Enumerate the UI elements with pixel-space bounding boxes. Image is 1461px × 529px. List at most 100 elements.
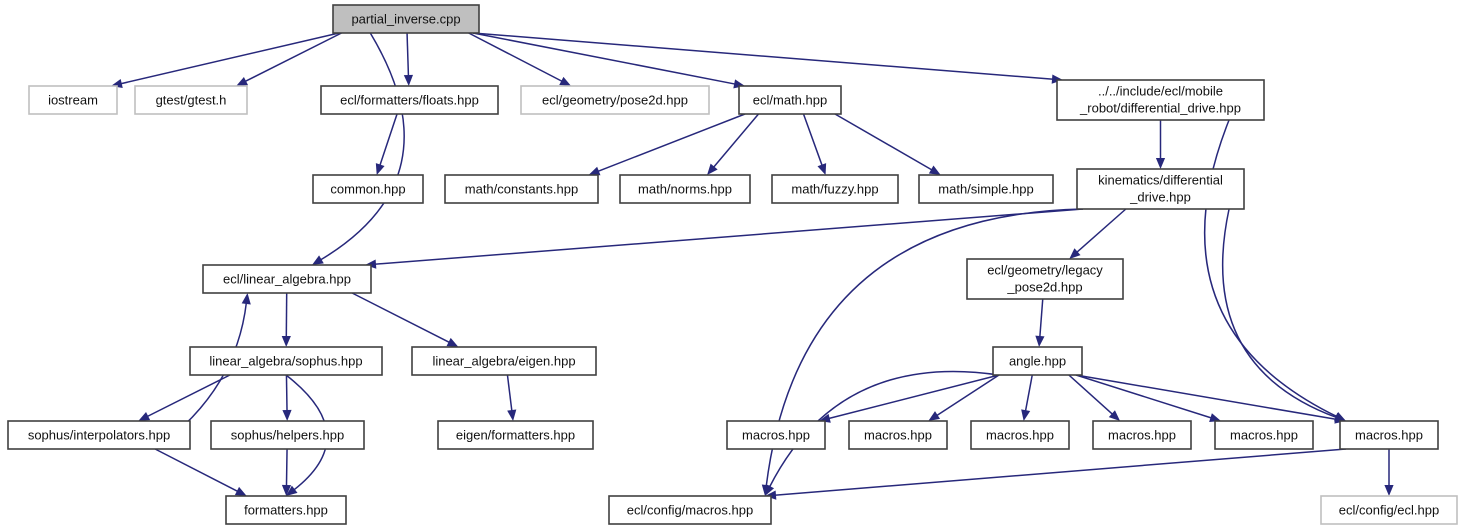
edge-arrowhead — [928, 165, 941, 175]
edge-linalg-to-eigen — [351, 292, 451, 344]
graph-node-common[interactable]: common.hpp — [312, 174, 424, 204]
graph-node-gtest: gtest/gtest.h — [134, 85, 248, 115]
edge-arrowhead — [1035, 335, 1045, 347]
edge-eclmath-to-constants — [597, 113, 746, 173]
node-box — [1339, 420, 1439, 450]
edge-angle-to-macros6 — [1075, 374, 1337, 421]
graph-node-macros3[interactable]: macros.hpp — [970, 420, 1070, 450]
node-box — [918, 174, 1054, 204]
edge-helpers-to-formatters — [285, 448, 288, 487]
graph-node-pose2d: ecl/geometry/pose2d.hpp — [520, 85, 710, 115]
graph-node-diffdrive[interactable]: ../../include/ecl/mobile_robot/different… — [1056, 79, 1265, 121]
graph-node-legacypose[interactable]: ecl/geometry/legacy_pose2d.hpp — [966, 258, 1124, 300]
node-box — [312, 174, 424, 204]
edge-arrowhead — [1209, 413, 1221, 423]
graph-node-cfgmacros[interactable]: ecl/config/macros.hpp — [608, 495, 772, 525]
graph-node-sophus[interactable]: linear_algebra/sophus.hpp — [189, 346, 383, 376]
edge-arrowhead — [707, 163, 718, 175]
node-box — [992, 346, 1083, 376]
edge-angle-to-cfgmacros — [768, 370, 1000, 488]
graph-node-macros4[interactable]: macros.hpp — [1092, 420, 1192, 450]
graph-node-angle[interactable]: angle.hpp — [992, 346, 1083, 376]
node-box — [771, 174, 899, 204]
graph-node-eclmath[interactable]: ecl/math.hpp — [738, 85, 842, 115]
edge-arrowhead — [1051, 74, 1063, 84]
node-box — [1214, 420, 1314, 450]
node-box — [202, 264, 372, 294]
graph-node-interp[interactable]: sophus/interpolators.hpp — [7, 420, 191, 450]
edge-root-to-eclmath — [472, 32, 736, 85]
node-box — [619, 174, 751, 204]
edge-root-to-diffdrive — [472, 32, 1054, 80]
graph-node-formatters[interactable]: formatters.hpp — [225, 495, 347, 525]
node-box — [28, 85, 118, 115]
node-box — [134, 85, 248, 115]
graph-node-macros1[interactable]: macros.hpp — [726, 420, 826, 450]
edge-arrowhead — [1155, 158, 1166, 169]
graph-node-kindiff[interactable]: kinematics/differential_drive.hpp — [1076, 168, 1245, 210]
graph-node-linalg[interactable]: ecl/linear_algebra.hpp — [202, 264, 372, 294]
node-box — [444, 174, 599, 204]
edge-arrowhead — [138, 411, 151, 421]
edge-arrowhead — [281, 484, 292, 496]
graph-node-helpers[interactable]: sophus/helpers.hpp — [210, 420, 365, 450]
edge-angle-to-macros4 — [1068, 374, 1114, 416]
node-box — [1092, 420, 1192, 450]
graph-node-cfgecl: ecl/config/ecl.hpp — [1320, 495, 1458, 525]
graph-node-norms[interactable]: math/norms.hpp — [619, 174, 751, 204]
edge-legacypose-to-angle — [1039, 298, 1044, 338]
edge-kindiff-to-cfgmacros — [765, 208, 1084, 487]
edge-angle-to-macros5 — [1075, 374, 1213, 419]
graph-node-eigen[interactable]: linear_algebra/eigen.hpp — [411, 346, 597, 376]
edge-arrowhead — [446, 337, 459, 347]
node-box — [970, 420, 1070, 450]
edge-arrowhead — [1021, 409, 1031, 421]
node-box — [520, 85, 710, 115]
edge-macros6-to-cfgmacros — [774, 448, 1347, 496]
node-box — [411, 346, 597, 376]
edge-eclmath-to-simple — [834, 113, 933, 171]
edge-layer — [111, 32, 1394, 500]
graph-node-simple[interactable]: math/simple.hpp — [918, 174, 1054, 204]
edge-arrowhead — [311, 255, 324, 265]
edge-arrowhead — [286, 485, 298, 496]
edge-arrowhead — [765, 484, 775, 496]
edge-angle-to-macros3 — [1024, 374, 1033, 412]
edge-arrowhead — [241, 293, 251, 305]
edge-arrowhead — [234, 486, 247, 496]
graph-node-constants[interactable]: math/constants.hpp — [444, 174, 599, 204]
node-box — [1056, 79, 1265, 121]
edge-floats-to-common — [379, 113, 398, 167]
graph-node-macros6[interactable]: macros.hpp — [1339, 420, 1439, 450]
edge-root-to-gtest — [244, 32, 342, 83]
node-box — [1076, 168, 1245, 210]
edge-root-to-linalg — [319, 32, 405, 261]
edge-interp-to-formatters — [154, 448, 239, 493]
edge-angle-to-macros1 — [828, 374, 1000, 420]
edge-eclmath-to-norms — [712, 113, 760, 169]
node-box — [210, 420, 365, 450]
graph-node-iostream: iostream — [28, 85, 118, 115]
edge-arrowhead — [282, 409, 292, 421]
edge-eigen-to-eigenfmt — [506, 374, 513, 412]
graph-node-fuzzy[interactable]: math/fuzzy.hpp — [771, 174, 899, 204]
graph-node-eigenfmt[interactable]: eigen/formatters.hpp — [437, 420, 594, 450]
edge-sophus-to-interp — [146, 374, 231, 418]
graph-node-macros2[interactable]: macros.hpp — [848, 420, 948, 450]
edge-angle-to-macros2 — [935, 374, 1000, 417]
graph-node-macros5[interactable]: macros.hpp — [1214, 420, 1314, 450]
edge-root-to-floats — [406, 32, 410, 77]
graph-node-root[interactable]: partial_inverse.cpp — [332, 4, 480, 34]
node-box — [225, 495, 347, 525]
node-box — [848, 420, 948, 450]
graph-node-floats[interactable]: ecl/formatters/floats.hpp — [320, 85, 499, 115]
edge-sophus-to-helpers — [285, 374, 288, 412]
edge-arrowhead — [588, 166, 601, 176]
node-box — [966, 258, 1124, 300]
edge-arrowhead — [765, 490, 777, 500]
edge-arrowhead — [236, 76, 249, 86]
edge-arrowhead — [281, 335, 291, 347]
node-box — [332, 4, 480, 34]
edge-arrowhead — [403, 74, 414, 86]
